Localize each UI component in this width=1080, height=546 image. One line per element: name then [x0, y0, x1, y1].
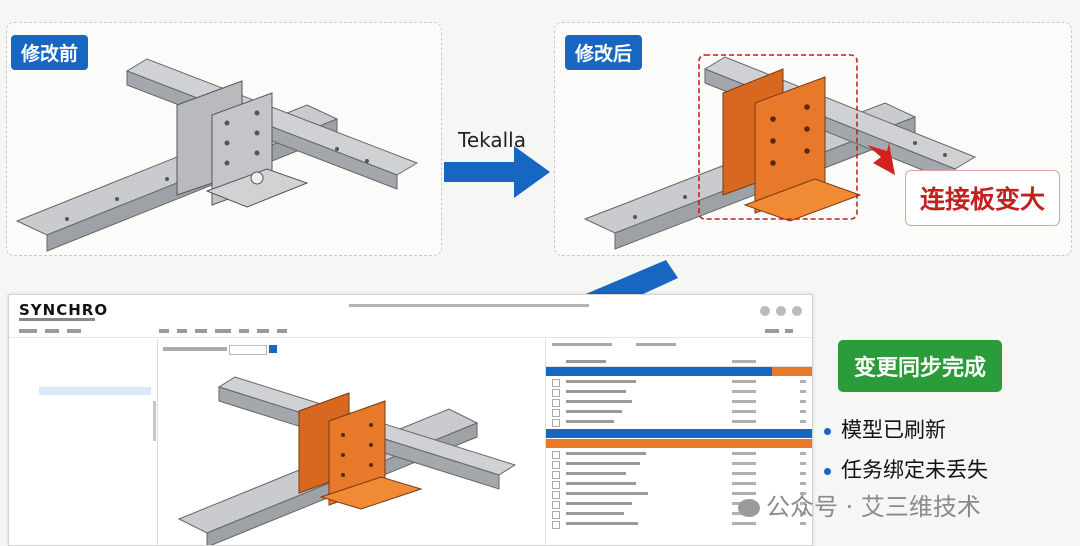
window-title: [349, 304, 589, 307]
before-steel-model: [15, 58, 419, 252]
app-logo: SYNCHRO: [19, 301, 109, 319]
task-row-highlight-blue[interactable]: [546, 367, 812, 376]
viewport-toolbar[interactable]: [163, 347, 227, 351]
sync-complete-badge: 变更同步完成: [838, 340, 1003, 392]
task-row-changed[interactable]: [546, 439, 812, 448]
viewport-apply-button[interactable]: [269, 345, 277, 353]
after-badge: 修改后: [565, 35, 643, 70]
help-icon[interactable]: [792, 306, 802, 316]
bullet-dot-icon: [824, 467, 831, 475]
viewport-model: [177, 376, 517, 545]
after-panel: 修改后: [554, 22, 1072, 256]
project-tree[interactable]: [9, 339, 158, 545]
task-row-selected[interactable]: [546, 429, 812, 438]
before-badge: 修改前: [11, 35, 89, 70]
callout-plate-enlarged: 连接板变大: [905, 170, 1061, 226]
tree-selected-row[interactable]: [39, 387, 151, 395]
bullet-task-binding: 任务绑定未丢失: [824, 454, 988, 484]
window-controls[interactable]: [754, 301, 802, 320]
viewport-select[interactable]: [229, 345, 267, 355]
synchro-app-screen: SYNCHRO: [8, 294, 813, 546]
settings-icon[interactable]: [776, 306, 786, 316]
task-list-panel[interactable]: [545, 339, 812, 545]
bullet-dot-icon: [824, 427, 831, 435]
bullet-model-refreshed: 模型已刷新: [824, 414, 946, 444]
after-steel-model: [583, 54, 977, 250]
before-panel: 修改前: [6, 22, 442, 256]
wechat-icon: [738, 499, 760, 517]
arrow-label: Tekalla: [458, 128, 526, 152]
watermark: 公众号 · 艾三维技术: [738, 487, 981, 522]
tree-scrollbar[interactable]: [153, 401, 156, 441]
right-arrow-icon: [444, 146, 550, 198]
app-logo-subtitle: [19, 318, 95, 321]
menu-bar[interactable]: [9, 327, 812, 338]
3d-viewport[interactable]: [159, 339, 543, 545]
user-icon[interactable]: [760, 306, 770, 316]
